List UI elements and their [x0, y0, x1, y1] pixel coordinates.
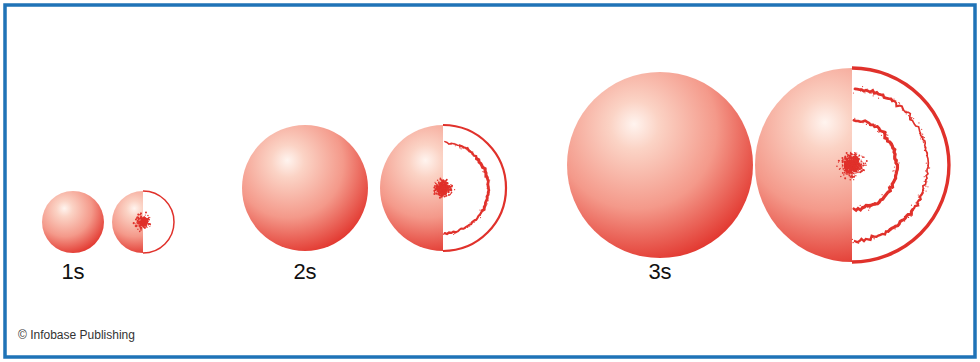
cutaway-sphere: [112, 191, 174, 253]
orbital-label: 3s: [648, 261, 671, 283]
solid-sphere: [567, 72, 753, 258]
cutaway-sphere: [380, 125, 506, 251]
orbital-label: 2s: [293, 261, 316, 283]
solid-sphere: [242, 125, 368, 251]
solid-sphere: [42, 191, 104, 253]
frame-border: [5, 5, 975, 357]
copyright-note: © Infobase Publishing: [18, 329, 135, 341]
cutaway-sphere: [755, 68, 949, 262]
orbital-label: 1s: [61, 261, 84, 283]
